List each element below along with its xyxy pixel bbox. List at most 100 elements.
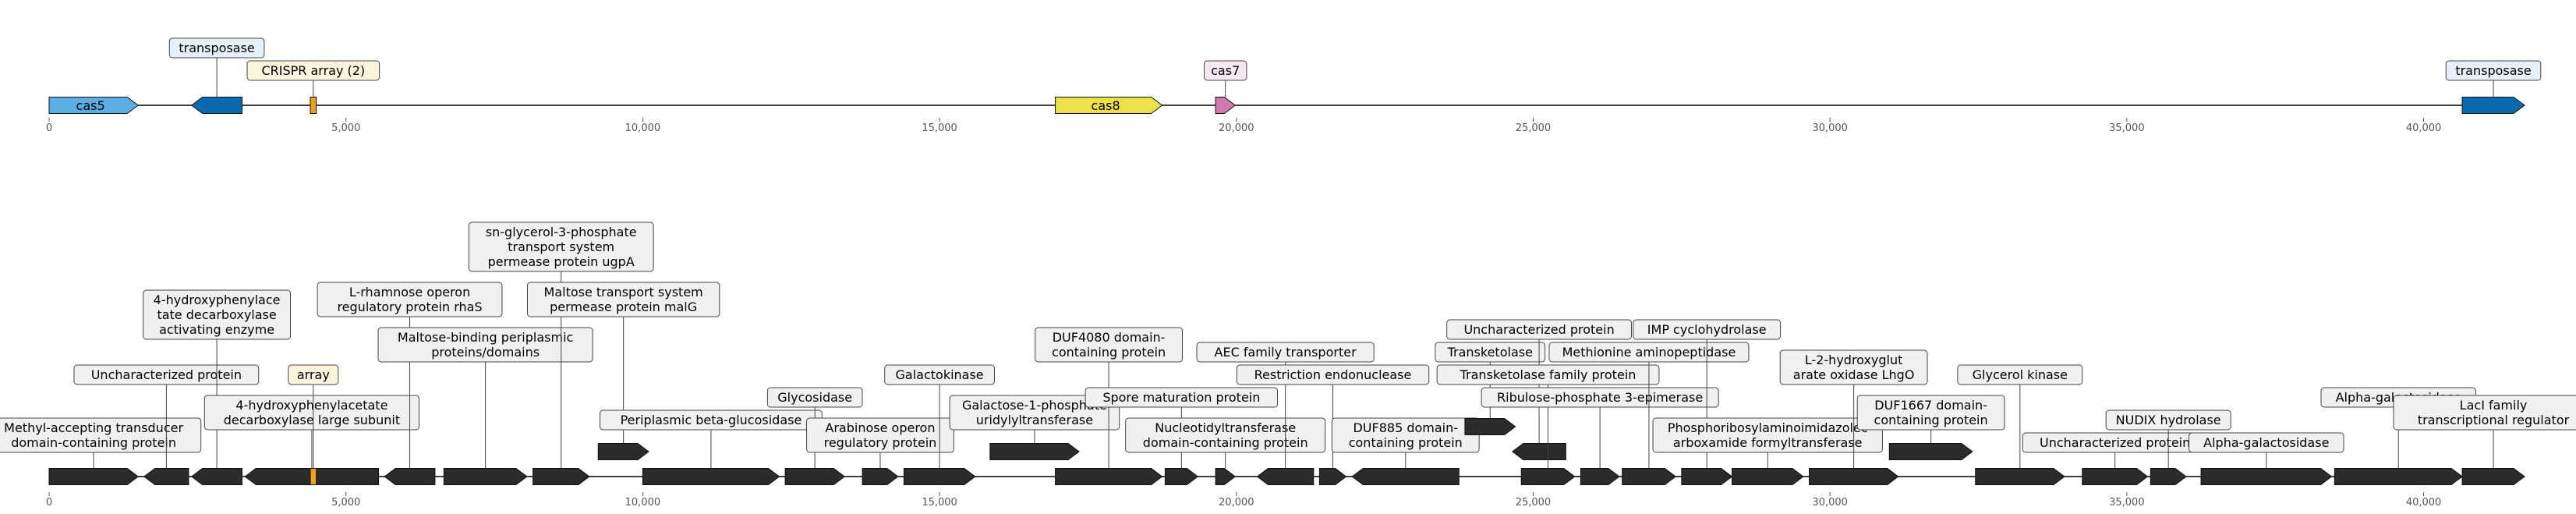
- cas7-label-box: [1203, 60, 1247, 81]
- restriction-endonuclease-label-box: [1236, 364, 1430, 385]
- cas8-gene-arrow: [1055, 97, 1163, 114]
- transposase-gene-arrow: [2461, 97, 2525, 114]
- glycosidase-label: Glycosidase: [777, 390, 852, 405]
- l-2-hydroxyglut-arate-oxidase-lhgo-gene-arrow: [1809, 468, 1899, 485]
- transposase-label: transposase: [179, 41, 254, 55]
- galactokinase-label: Galactokinase: [896, 367, 984, 382]
- l-rhamnose-operon-regulatory-protein-rha-gene-arrow: [384, 468, 436, 485]
- transposase-label: transposase: [2455, 63, 2531, 78]
- transketolase-label-box: [1435, 342, 1546, 363]
- l-rhamnose-operon-regulatory-protein-rha-label-box: [317, 282, 503, 317]
- phosphoribosylaminoimidazolec-arboxamide-label-box: [1652, 417, 1883, 453]
- nudix-hydrolase-gene-arrow: [2150, 468, 2187, 485]
- glycerol-kinase-label-box: [1957, 364, 2083, 385]
- nucleotidyltransferase-domain-containing-label-box: [1125, 417, 1326, 453]
- transketolase-family-protein-gene-arrow: [1520, 468, 1576, 485]
- axis-tick-label: 0: [46, 497, 52, 509]
- crispr-array-2-label-box: [246, 60, 380, 81]
- 4-hydroxyphenylace-tate-decarboxylase-ac-label-box: [143, 289, 291, 340]
- galactokinase-gene-arrow: [903, 468, 976, 485]
- axis-tick-label: 0: [46, 122, 52, 134]
- uncharacterized-protein-gene-arrow: [143, 468, 189, 485]
- uncharacterized-protein-gene-arrow: [1511, 443, 1566, 460]
- imp-cyclohydrolase-label: IMP cyclohydrolase: [1647, 322, 1767, 337]
- axis-tick-label: 35,000: [2109, 122, 2145, 134]
- duf4080-domain-containing-protein-label: DUF4080 domain-containing protein: [1052, 330, 1166, 360]
- duf4080-domain-containing-protein-label-box: [1035, 327, 1183, 363]
- arabinose-operon-regulatory-protein-label-box: [806, 417, 954, 453]
- methyl-accepting-transducer-domain-conta-gene-arrow: [48, 468, 140, 485]
- axis-tick-label: 40,000: [2406, 497, 2442, 509]
- nudix-hydrolase-label-box: [2105, 409, 2231, 431]
- uncharacterized-protein-label-box: [1446, 319, 1632, 340]
- uncharacterized-protein-label: Uncharacterized protein: [91, 367, 242, 382]
- glycosidase-label-box: [766, 387, 863, 408]
- uncharacterized-protein-gene-arrow: [2082, 468, 2149, 485]
- aec-family-transporter-gene-arrow: [1256, 468, 1315, 485]
- cas7-label: cas7: [1211, 63, 1240, 78]
- uncharacterized-protein-label: Uncharacterized protein: [2040, 435, 2190, 450]
- glycosidase-gene-arrow: [784, 468, 846, 485]
- sn-glycerol-3-phosphate-transport-system-gene-arrow: [533, 468, 590, 485]
- imp-cyclohydrolase-gene-arrow: [1681, 468, 1733, 485]
- axis-tick-label: 5,000: [331, 497, 360, 509]
- array-label: array: [297, 367, 330, 382]
- nudix-hydrolase-label: NUDIX hydrolase: [2116, 413, 2221, 427]
- maltose-transport-system-permease-protei-label-box: [526, 282, 720, 317]
- ribulose-phosphate-3-epimerase-label-box: [1481, 387, 1719, 408]
- restriction-endonuclease-gene-arrow: [1318, 468, 1347, 485]
- methionine-aminopeptidase-label-box: [1548, 342, 1750, 363]
- ribulose-phosphate-3-epimerase-gene-arrow: [1580, 468, 1620, 485]
- l-2-hydroxyglut-arate-oxidase-lhgo-label-box: [1779, 349, 1928, 385]
- maltose-transport-system-permease-protei-gene-arrow: [597, 443, 649, 460]
- alpha-galactosidase-gene-arrow: [2200, 468, 2333, 485]
- glycerol-kinase-gene-arrow: [1975, 468, 2065, 485]
- spore-maturation-protein-label-box: [1085, 387, 1279, 408]
- axis-tick-label: 15,000: [922, 122, 957, 134]
- array-gene-arrow: [310, 468, 317, 485]
- galactose-1-phosphate-uridylyltransferas-label-box: [949, 395, 1120, 431]
- cas8-gene-label: cas8: [1092, 98, 1120, 113]
- transposase-gene-arrow: [190, 97, 242, 114]
- uncharacterized-protein-label-box: [73, 364, 260, 385]
- galactokinase-label-box: [884, 364, 995, 385]
- cas5-gene-label: cas5: [76, 98, 105, 113]
- periplasmic-beta-glucosidase-label: Periplasmic beta-glucosidase: [621, 413, 802, 427]
- methionine-aminopeptidase-gene-arrow: [1622, 468, 1677, 485]
- transketolase-family-protein-label: Transketolase family protein: [1460, 367, 1637, 382]
- nucleotidyltransferase-domain-containing-gene-arrow: [1215, 468, 1237, 485]
- laci-family-transcriptional-regulator-label-box: [2393, 395, 2576, 431]
- sn-glycerol-3-phosphate-transport-system-label-box: [468, 222, 654, 272]
- duf885-domain-containing-protein-label: DUF885 domain-containing protein: [1349, 420, 1463, 450]
- axis-tick-label: 15,000: [922, 497, 957, 509]
- ribulose-phosphate-3-epimerase-label: Ribulose-phosphate 3-epimerase: [1497, 390, 1703, 405]
- axis-tick-label: 30,000: [1812, 497, 1848, 509]
- uncharacterized-protein-label: Uncharacterized protein: [1463, 322, 1614, 337]
- axis-tick-label: 25,000: [1516, 497, 1552, 509]
- arabinose-operon-regulatory-protein-gene-arrow: [862, 468, 899, 485]
- imp-cyclohydrolase-label-box: [1633, 319, 1782, 340]
- laci-family-transcriptional-regulator-gene-arrow: [2461, 468, 2525, 485]
- duf1667-domain-containing-protein-gene-arrow: [1888, 443, 1973, 460]
- alpha-galactosidase-gene-arrow: [2334, 468, 2463, 485]
- axis-tick-label: 20,000: [1219, 497, 1254, 509]
- axis-tick-label: 40,000: [2406, 122, 2442, 134]
- duf4080-domain-containing-protein-gene-arrow: [1055, 468, 1163, 485]
- spore-maturation-protein-label: Spore maturation protein: [1102, 390, 1260, 405]
- galactose-1-phosphate-uridylyltransferas-gene-arrow: [989, 443, 1080, 460]
- aec-family-transporter-label: AEC family transporter: [1215, 345, 1357, 360]
- axis-tick-label: 35,000: [2109, 497, 2145, 509]
